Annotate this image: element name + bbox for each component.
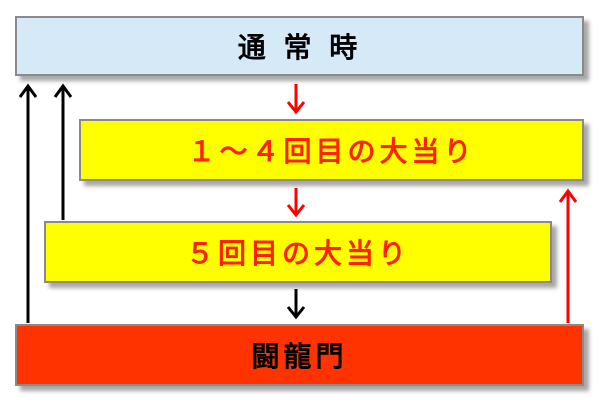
jackpot-5-box: ５回目の大当り — [44, 221, 552, 283]
toryumon-label: 闘龍門 — [251, 340, 348, 373]
arrow-hit5-to-toryumon — [286, 289, 306, 320]
arrow-hit14-to-hit5 — [286, 188, 306, 218]
arrow-hit5-to-normal — [53, 83, 73, 220]
normal-state-label: 通 常 時 — [237, 31, 362, 64]
arrow-toryumon-to-hit14 — [558, 188, 578, 323]
jackpot-5-label: ５回目の大当り — [185, 237, 410, 270]
toryumon-box: 闘龍門 — [15, 324, 584, 386]
arrow-toryumon-to-normal — [18, 83, 38, 323]
jackpot-1-4-label: １～４回目の大当り — [187, 135, 476, 168]
arrow-normal-to-hit14 — [286, 84, 306, 115]
normal-state-box: 通 常 時 — [15, 16, 584, 76]
jackpot-1-4-box: １～４回目の大当り — [79, 119, 584, 181]
